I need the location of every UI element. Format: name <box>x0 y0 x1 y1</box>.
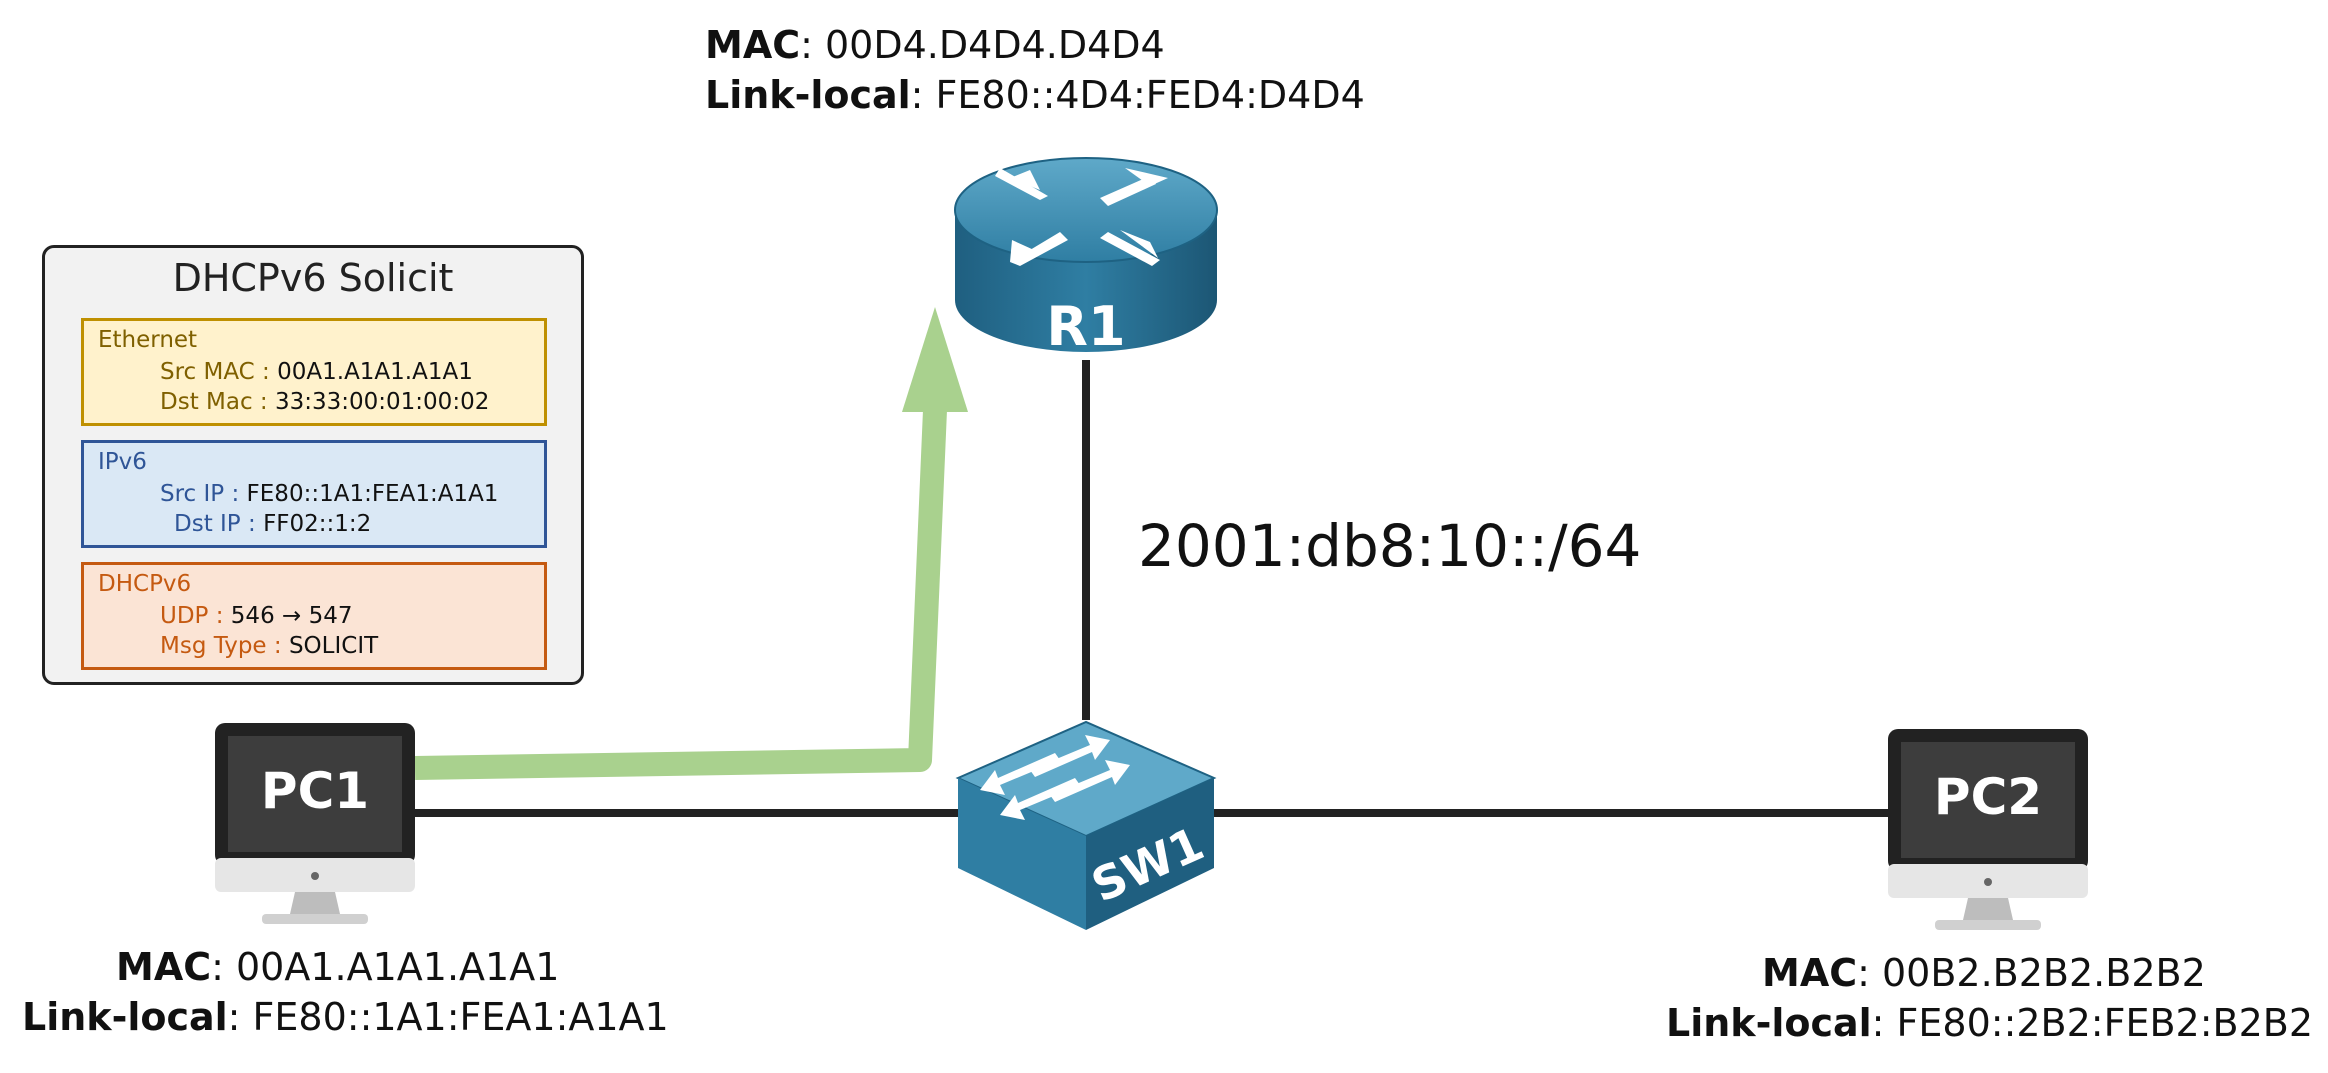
dhcp-udp-key: UDP : <box>160 603 224 629</box>
pc2-ll-value: : FE80::2B2:FEB2:B2B2 <box>1871 1001 2314 1045</box>
packet-title: DHCPv6 Solicit <box>172 256 454 300</box>
eth-dst-value: 33:33:00:01:00:02 <box>274 389 490 415</box>
dhcp-msg-value: SOLICIT <box>288 633 379 659</box>
r1-mac-label: MAC: 00D4.D4D4.D4D4 <box>705 20 1165 70</box>
pc1-label: PC1 <box>261 762 369 820</box>
ipv6-title: IPv6 <box>98 449 147 475</box>
solicit-arrow <box>414 307 968 780</box>
subnet-label: 2001:db8:10::/64 <box>1138 512 1642 580</box>
ipv6-src-row: Src IP : FE80::1A1:FEA1:A1A1 <box>160 481 498 507</box>
dhcp-udp-value: 546 → 547 <box>230 603 353 629</box>
ipv6-dst-value: FF02::1:2 <box>263 511 372 537</box>
r1-mac-value: : 00D4.D4D4.D4D4 <box>800 23 1165 67</box>
router-r1-label: R1 <box>1046 295 1125 358</box>
dhcp-msg-row: Msg Type : SOLICIT <box>160 633 378 659</box>
dhcp-udp-row: UDP : 546 → 547 <box>160 603 353 629</box>
eth-dst-key: Dst Mac : <box>160 389 268 415</box>
pc2-mac-label: MAC: 00B2.B2B2.B2B2 <box>1762 948 2206 998</box>
ipv6-src-value: FE80::1A1:FEA1:A1A1 <box>246 481 499 507</box>
ipv6-dst-row: Dst IP : FF02::1:2 <box>174 511 371 537</box>
pc2-monitor-icon <box>1888 729 2088 930</box>
eth-src-value: 00A1.A1A1.A1A1 <box>277 359 473 385</box>
ipv6-dst-key: Dst IP : <box>174 511 256 537</box>
router-r1-icon <box>954 157 1218 352</box>
pc1-monitor-icon <box>215 723 415 924</box>
eth-src-row: Src MAC : 00A1.A1A1.A1A1 <box>160 359 473 385</box>
eth-dst-row: Dst Mac : 33:33:00:01:00:02 <box>160 389 489 415</box>
switch-sw1-icon <box>955 720 1217 930</box>
r1-ll-value: : FE80::4D4:FED4:D4D4 <box>910 73 1365 117</box>
ethernet-layer: Ethernet Src MAC : 00A1.A1A1.A1A1 Dst Ma… <box>81 318 547 426</box>
dhcpv6-layer: DHCPv6 UDP : 546 → 547 Msg Type : SOLICI… <box>81 562 547 670</box>
pc2-mac-key: MAC <box>1762 951 1858 995</box>
eth-src-key: Src MAC : <box>160 359 270 385</box>
pc2-label: PC2 <box>1934 768 2042 826</box>
pc1-mac-label: MAC: 00A1.A1A1.A1A1 <box>116 942 559 992</box>
ipv6-layer: IPv6 Src IP : FE80::1A1:FEA1:A1A1 Dst IP… <box>81 440 547 548</box>
ethernet-title: Ethernet <box>98 327 198 353</box>
pc1-ll-key: Link-local <box>22 995 228 1039</box>
pc1-mac-key: MAC <box>116 945 212 989</box>
pc1-linklocal-label: Link-local: FE80::1A1:FEA1:A1A1 <box>22 992 669 1042</box>
pc2-ll-key: Link-local <box>1666 1001 1872 1045</box>
pc1-mac-value: : 00A1.A1A1.A1A1 <box>211 945 560 989</box>
r1-linklocal-label: Link-local: FE80::4D4:FED4:D4D4 <box>705 70 1365 120</box>
packet-box: DHCPv6 Solicit Ethernet Src MAC : 00A1.A… <box>42 245 584 685</box>
pc1-ll-value: : FE80::1A1:FEA1:A1A1 <box>227 995 669 1039</box>
dhcp-msg-key: Msg Type : <box>160 633 282 659</box>
dhcpv6-title: DHCPv6 <box>98 571 192 597</box>
pc2-linklocal-label: Link-local: FE80::2B2:FEB2:B2B2 <box>1666 998 2313 1048</box>
r1-mac-key: MAC <box>705 23 801 67</box>
ipv6-src-key: Src IP : <box>160 481 240 507</box>
pc2-mac-value: : 00B2.B2B2.B2B2 <box>1857 951 2206 995</box>
r1-ll-key: Link-local <box>705 73 911 117</box>
